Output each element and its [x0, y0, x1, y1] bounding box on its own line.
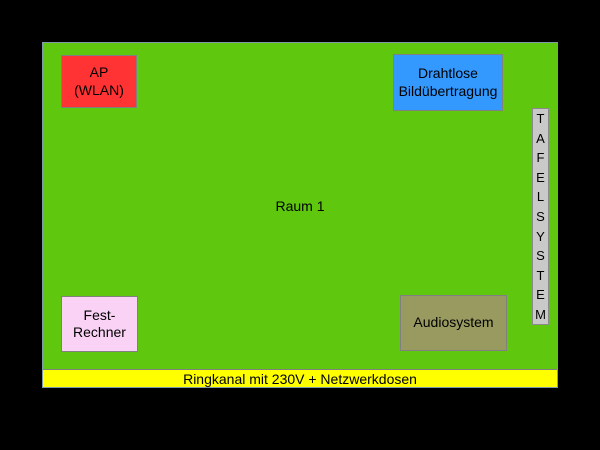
- wireless-video-label: Drahtlose Bildübertragung: [398, 65, 498, 99]
- wireless-video-box: Drahtlose Bildübertragung: [393, 54, 503, 111]
- audio-system-box: Audiosystem: [400, 295, 507, 351]
- ring-channel-bar: Ringkanal mit 230V + Netzwerkdosen: [43, 369, 557, 387]
- ap-wlan-label: AP (WLAN): [74, 64, 124, 98]
- desktop-pc-label: Fest- Rechner: [73, 306, 126, 341]
- board-system-label: TAFELSYSTEM: [535, 111, 546, 322]
- audio-system-label: Audiosystem: [413, 314, 494, 331]
- room-1-area: Raum 1 AP (WLAN) Drahtlose Bildübertragu…: [42, 42, 558, 388]
- ring-channel-label: Ringkanal mit 230V + Netzwerkdosen: [183, 370, 417, 387]
- ap-wlan-box: AP (WLAN): [61, 55, 137, 108]
- desktop-pc-box: Fest- Rechner: [61, 296, 138, 352]
- board-system-box: TAFELSYSTEM: [532, 108, 549, 325]
